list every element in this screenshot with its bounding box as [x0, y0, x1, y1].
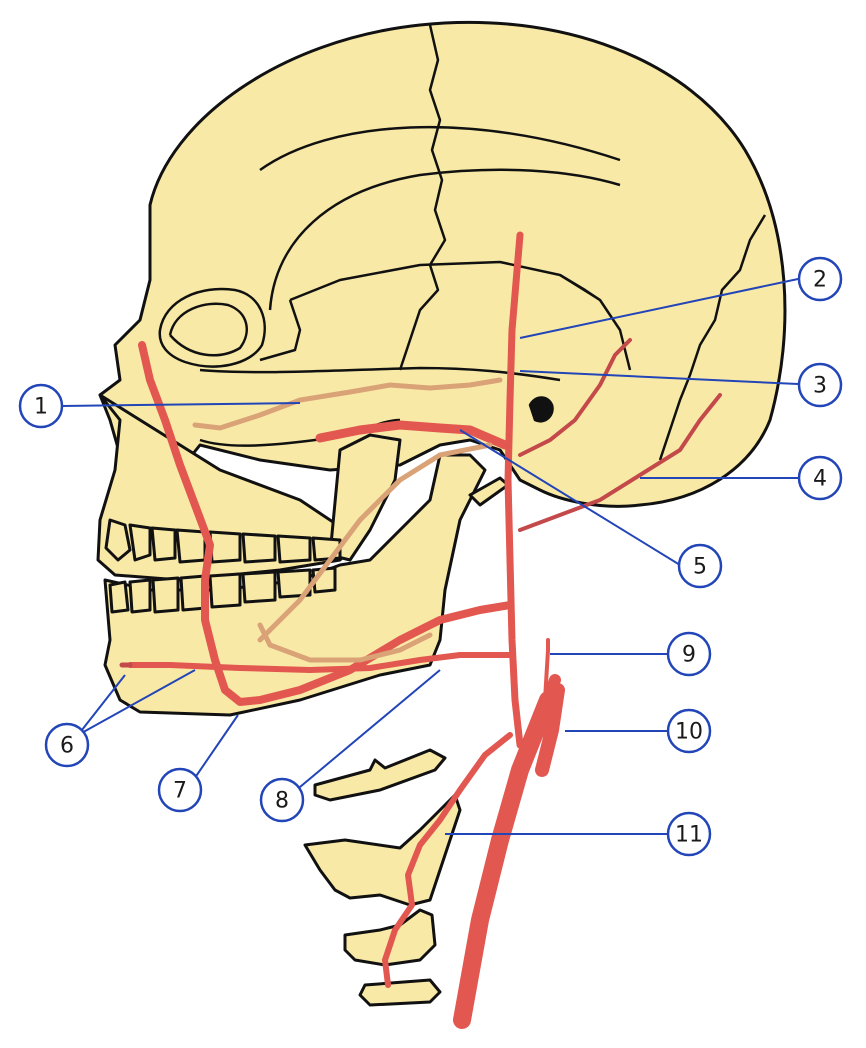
svg-text:7: 7: [173, 779, 187, 804]
label-4: 4: [799, 457, 841, 499]
label-1: 1: [20, 385, 62, 427]
svg-text:6: 6: [60, 734, 74, 759]
svg-text:10: 10: [675, 720, 703, 745]
label-11: 11: [668, 813, 710, 855]
svg-text:11: 11: [675, 823, 703, 848]
leader-7: [190, 715, 238, 785]
svg-text:2: 2: [813, 268, 827, 293]
thyroid-cartilage: [305, 795, 460, 905]
svg-text:9: 9: [682, 643, 696, 668]
label-2: 2: [799, 258, 841, 300]
label-9: 9: [668, 633, 710, 675]
svg-text:5: 5: [693, 555, 707, 580]
leader-6a: [78, 675, 125, 735]
trachea-ring: [360, 980, 440, 1005]
svg-text:3: 3: [813, 374, 827, 399]
label-8: 8: [261, 779, 303, 821]
svg-text:4: 4: [813, 467, 827, 492]
label-10: 10: [668, 710, 710, 752]
svg-text:1: 1: [34, 395, 48, 420]
ear-opening: [530, 398, 553, 422]
label-3: 3: [799, 364, 841, 406]
hyoid-larynx: [305, 750, 460, 1005]
label-5: 5: [679, 545, 721, 587]
common-carotid-artery: [462, 700, 548, 1020]
label-7: 7: [159, 769, 201, 811]
label-6: 6: [46, 724, 88, 766]
svg-text:8: 8: [275, 789, 289, 814]
